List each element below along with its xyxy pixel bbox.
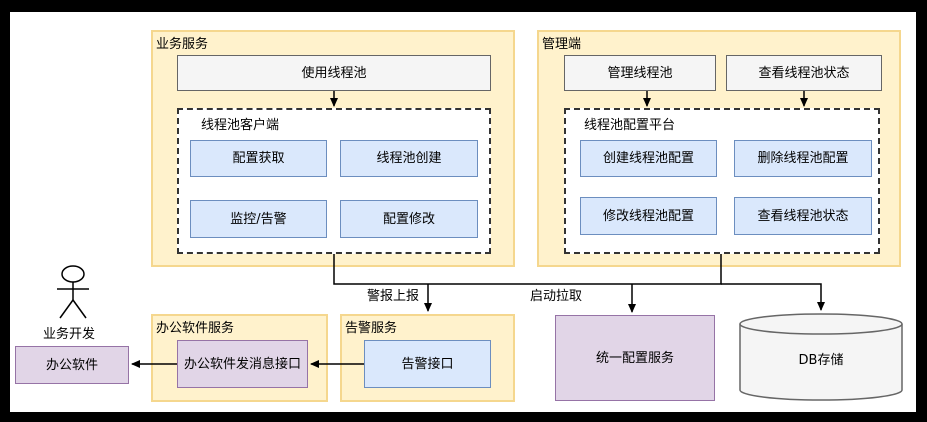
alert-api-box: 告警接口 [364,340,491,388]
platform-view-status-box: 查看线程池状态 [734,197,872,235]
delete-config-box: 删除线程池配置 [734,140,872,177]
config-fetch-box: 配置获取 [190,140,327,177]
modify-config-box: 修改线程池配置 [580,197,717,235]
business-service-title: 业务服务 [156,37,209,52]
config-platform-title: 线程池配置平台 [584,118,676,133]
config-modify-box: 配置修改 [340,200,478,238]
developer-stick-figure [57,265,89,319]
pool-create-box: 线程池创建 [340,140,478,177]
pool-client-title: 线程池客户端 [201,118,280,133]
send-message-box: 办公软件发消息接口 [177,340,308,388]
view-status-box: 查看线程池状态 [726,55,882,91]
office-software-box: 办公软件 [15,346,129,384]
management-title: 管理端 [542,37,582,52]
arrow-to-db [721,283,825,311]
alert-service-title: 告警服务 [345,321,398,336]
diagram-canvas: 业务服务 使用线程池 线程池客户端 配置获取 线程池创建 监控/告警 配置修改 … [10,12,916,412]
report-alert-label: 警报上报 [367,289,420,304]
start-pull-label: 启动拉取 [530,289,583,304]
manage-pool-box: 管理线程池 [564,55,716,91]
monitor-alert-box: 监控/告警 [190,200,327,238]
db-storage-label: DB存储 [798,352,844,368]
unified-config-box: 统一配置服务 [555,315,715,401]
use-pool-box: 使用线程池 [177,55,491,91]
create-config-box: 创建线程池配置 [580,140,717,177]
office-service-title: 办公软件服务 [156,321,235,336]
developer-label: 业务开发 [43,327,96,342]
